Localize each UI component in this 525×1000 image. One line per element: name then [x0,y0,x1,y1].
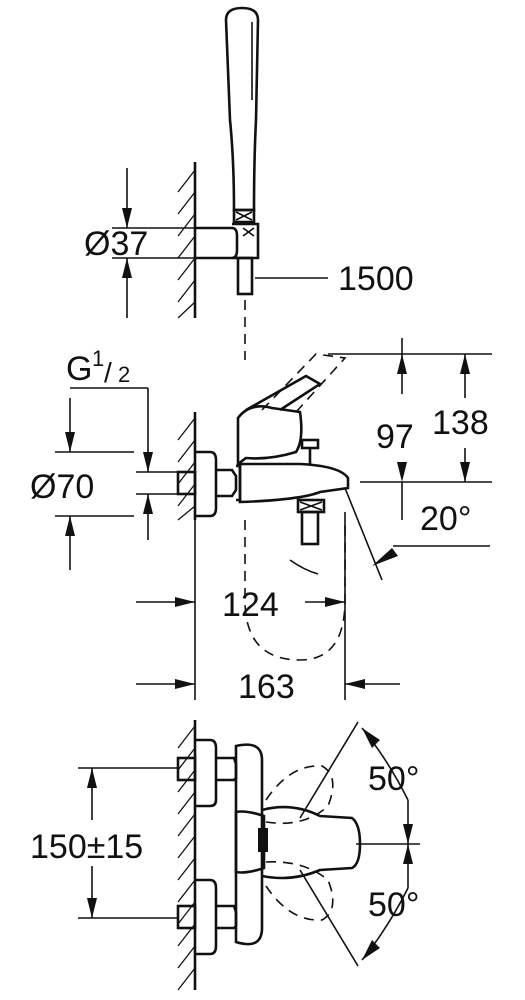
label-spout-angle: 20° [420,500,471,538]
label-thread-slash: / [104,357,112,388]
label-thread-num: 1 [92,346,104,371]
hand-shower [224,6,260,224]
dimension-spout-angle: 20° [344,487,490,581]
label-height-97: 97 [376,418,414,456]
dimension-heights: 97 138 [328,338,492,520]
dimension-rosette-diameter: Ø70 [30,398,134,570]
wall-hatch-middle [177,412,197,521]
label-hose-length: 1500 [338,260,414,298]
label-thread-den: 2 [118,362,130,387]
wall-hatch-top [177,162,197,319]
dimension-lever-angle-bottom: 50° [299,844,419,967]
dimension-hose-length: 1500 [255,260,414,298]
label-lever-angle-top: 50° [368,760,419,798]
label-projection-124: 124 [222,586,279,624]
label-hand-shower-diameter: Ø37 [84,225,148,263]
mixer-side-view [176,353,350,661]
dimension-projection-163: 163 [136,668,400,706]
label-rosette-diameter: Ø70 [30,468,94,506]
wall-holder [195,222,260,360]
dimension-projection-124: 124 [136,512,346,700]
label-projection-163: 163 [238,668,295,706]
mixer-top-view [176,738,362,956]
dimension-hand-shower-diameter: Ø37 [84,168,195,318]
dimension-lever-angle-top: 50° [299,721,420,845]
dimension-centre-distance: 150±15 [30,767,178,919]
label-lever-angle-bottom: 50° [368,886,419,924]
label-thread-g: G [66,350,92,388]
wall-hatch-bottom [177,720,197,991]
label-height-138: 138 [432,404,489,442]
label-centre-distance: 150±15 [30,828,143,866]
dimension-thread: G 1 / 2 [66,346,178,540]
